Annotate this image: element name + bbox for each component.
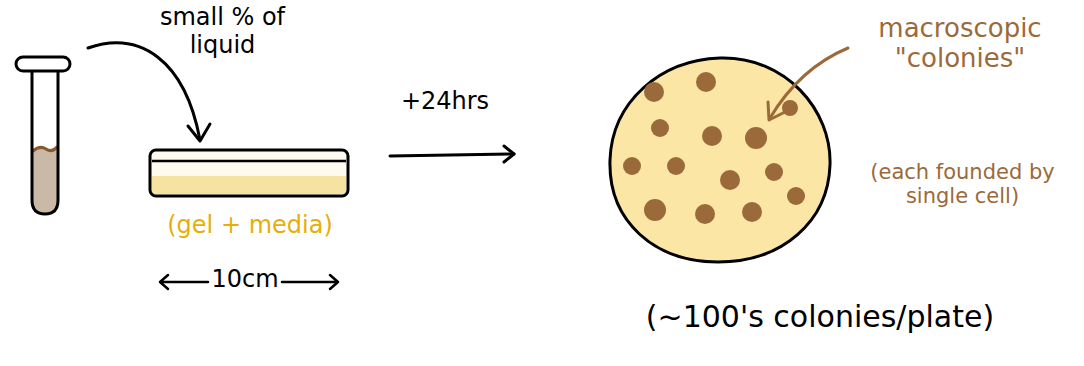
pour-arrow-head	[188, 124, 210, 141]
pour-arrow-line	[88, 43, 200, 140]
dish-rim	[152, 160, 346, 163]
colony	[644, 199, 666, 221]
colony	[695, 204, 715, 224]
colony	[765, 163, 783, 181]
dimension-arrow-right	[282, 275, 338, 289]
count-note: (~100's colonies/plate)	[590, 300, 1050, 335]
gel-layer	[152, 176, 346, 194]
colony	[667, 157, 685, 175]
leader-line	[770, 48, 848, 118]
callout-note-box: (each founded by single cell)	[855, 160, 1070, 208]
callout-label-box: macroscopic "colonies"	[855, 14, 1065, 74]
colony	[742, 202, 762, 222]
dimension-label-box: 10cm	[208, 266, 282, 294]
media-note-box: (gel + media)	[145, 212, 355, 240]
colony	[623, 157, 641, 175]
colony	[702, 126, 722, 146]
colony	[745, 127, 767, 149]
petri-dish	[150, 150, 348, 196]
dimension-label: 10cm	[208, 266, 282, 294]
time-label: +24hrs	[385, 88, 505, 116]
dish-fill	[150, 150, 348, 196]
pour-note: small % of liquid	[140, 4, 305, 59]
colony	[696, 72, 716, 92]
test-tube	[16, 57, 70, 214]
colonies	[623, 72, 805, 224]
colony	[787, 187, 805, 205]
colony	[644, 82, 664, 102]
media-note: (gel + media)	[145, 212, 355, 240]
colony	[651, 119, 669, 137]
plate-outline	[610, 58, 830, 262]
pour-note-box: small % of liquid	[140, 4, 305, 59]
colony	[720, 170, 740, 190]
plate	[610, 58, 830, 262]
time-label-box: +24hrs	[385, 88, 505, 116]
time-arrow-head	[504, 146, 514, 162]
dimension-arrow-left	[160, 275, 208, 289]
dish-outline	[150, 150, 348, 196]
tube-cap	[16, 57, 70, 71]
liquid	[33, 147, 57, 213]
tube-wall	[32, 70, 58, 214]
callout-note: (each founded by single cell)	[855, 160, 1070, 208]
count-note-box: (~100's colonies/plate)	[590, 300, 1050, 335]
time-arrow-line	[390, 154, 514, 156]
callout-label: macroscopic "colonies"	[855, 14, 1065, 74]
time-arrow	[390, 146, 514, 162]
leader-arrow	[768, 48, 848, 120]
leader-head	[768, 102, 785, 120]
liquid-surface	[33, 147, 57, 151]
